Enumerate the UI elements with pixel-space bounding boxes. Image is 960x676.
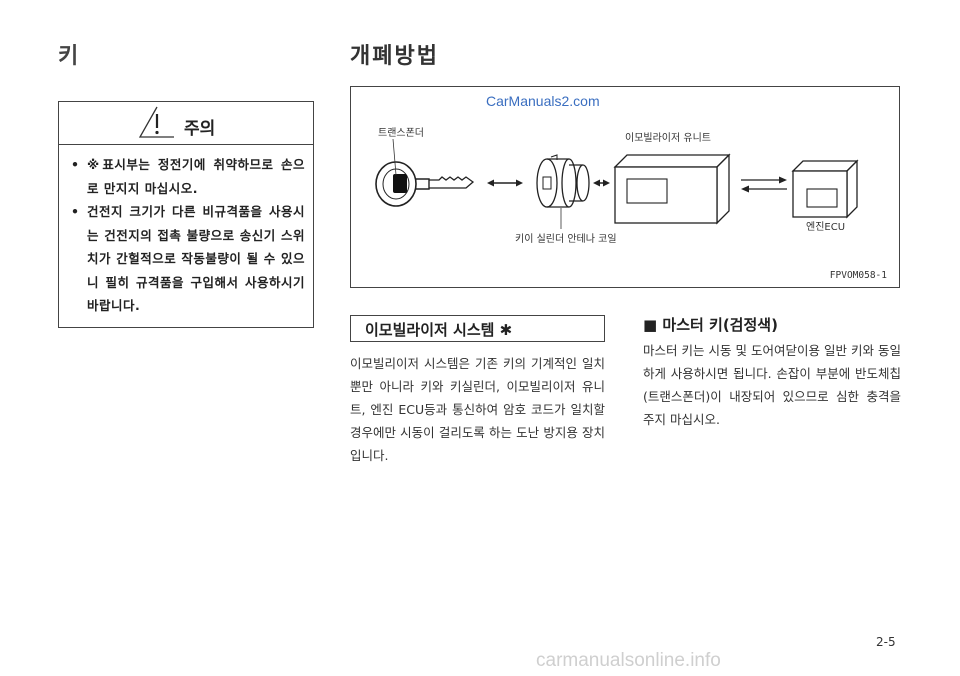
immobilizer-diagram: CarManuals2.com 트랜스폰더 이모빌라이저 유니트 키이 실린더 … [350,86,900,288]
page-number: 2-5 [876,635,896,649]
immobilizer-unit-illustration [613,153,731,225]
caution-title: 주의 [184,119,216,139]
immobilizer-title: 이모빌라이저 시스템 ✱ [365,321,513,339]
section-label: 키 [58,44,81,69]
caution-box: 주의 •※표시부는 정전기에 취약하므로 손으로 만지지 마십시오. •건전지 … [58,101,314,328]
caution-item: •건전지 크기가 다른 비규격품을 사용시는 건전지의 접촉 불량으로 송신기 … [71,204,305,313]
key-cylinder-illustration [536,154,590,208]
label-antenna-coil: 키이 실린더 안테나 코일 [515,234,617,245]
caution-body: •※표시부는 정전기에 취약하므로 손으로 만지지 마십시오. •건전지 크기가… [59,145,313,318]
figure-code: FPVOM058-1 [829,270,887,281]
label-transponder: 트랜스폰더 [378,128,424,139]
page-title: 개폐방법 [350,44,439,69]
immobilizer-heading-box: 이모빌라이저 시스템 ✱ [350,315,605,342]
master-key-description: 마스터 키는 시동 및 도어여닫이용 일반 키와 동일하게 사용하시면 됩니다.… [643,343,901,427]
transponder-chip-icon [393,174,407,193]
caution-header: 주의 [59,102,313,145]
engine-ecu-illustration [791,159,859,219]
diagram-drawing [375,138,859,229]
master-key-title: ■ 마스터 키(검정색) [643,316,778,334]
footer-watermark: carmanualsonline.info [536,650,721,671]
caution-item: •※표시부는 정전기에 취약하므로 손으로 만지지 마십시오. [71,157,305,196]
diagram-watermark: CarManuals2.com [486,93,600,109]
warning-triangle-icon [137,104,177,144]
label-immobilizer-unit: 이모빌라이저 유니트 [625,133,711,144]
immobilizer-description: 이모빌리이저 시스템은 기존 키의 기계적인 일치뿐만 아니라 키와 키실린더,… [350,356,605,463]
label-engine-ecu: 엔진ECU [806,222,846,233]
key-illustration [375,161,475,207]
